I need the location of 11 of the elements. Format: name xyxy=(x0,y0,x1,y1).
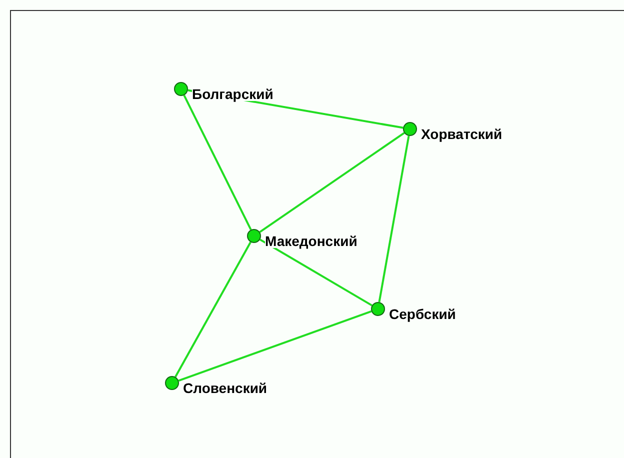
connector-line xyxy=(260,238,372,306)
connector-line xyxy=(178,310,372,382)
connector-line xyxy=(183,94,252,230)
node-label: Болгарский xyxy=(192,87,274,101)
node-label: Македонский xyxy=(265,234,358,248)
node-label: Хорватский xyxy=(421,127,502,141)
node-label: Словенский xyxy=(183,381,268,395)
connector-line xyxy=(378,136,410,302)
node-label: Сербский xyxy=(389,307,456,321)
connector-line xyxy=(174,242,252,378)
connector-line xyxy=(259,132,405,233)
